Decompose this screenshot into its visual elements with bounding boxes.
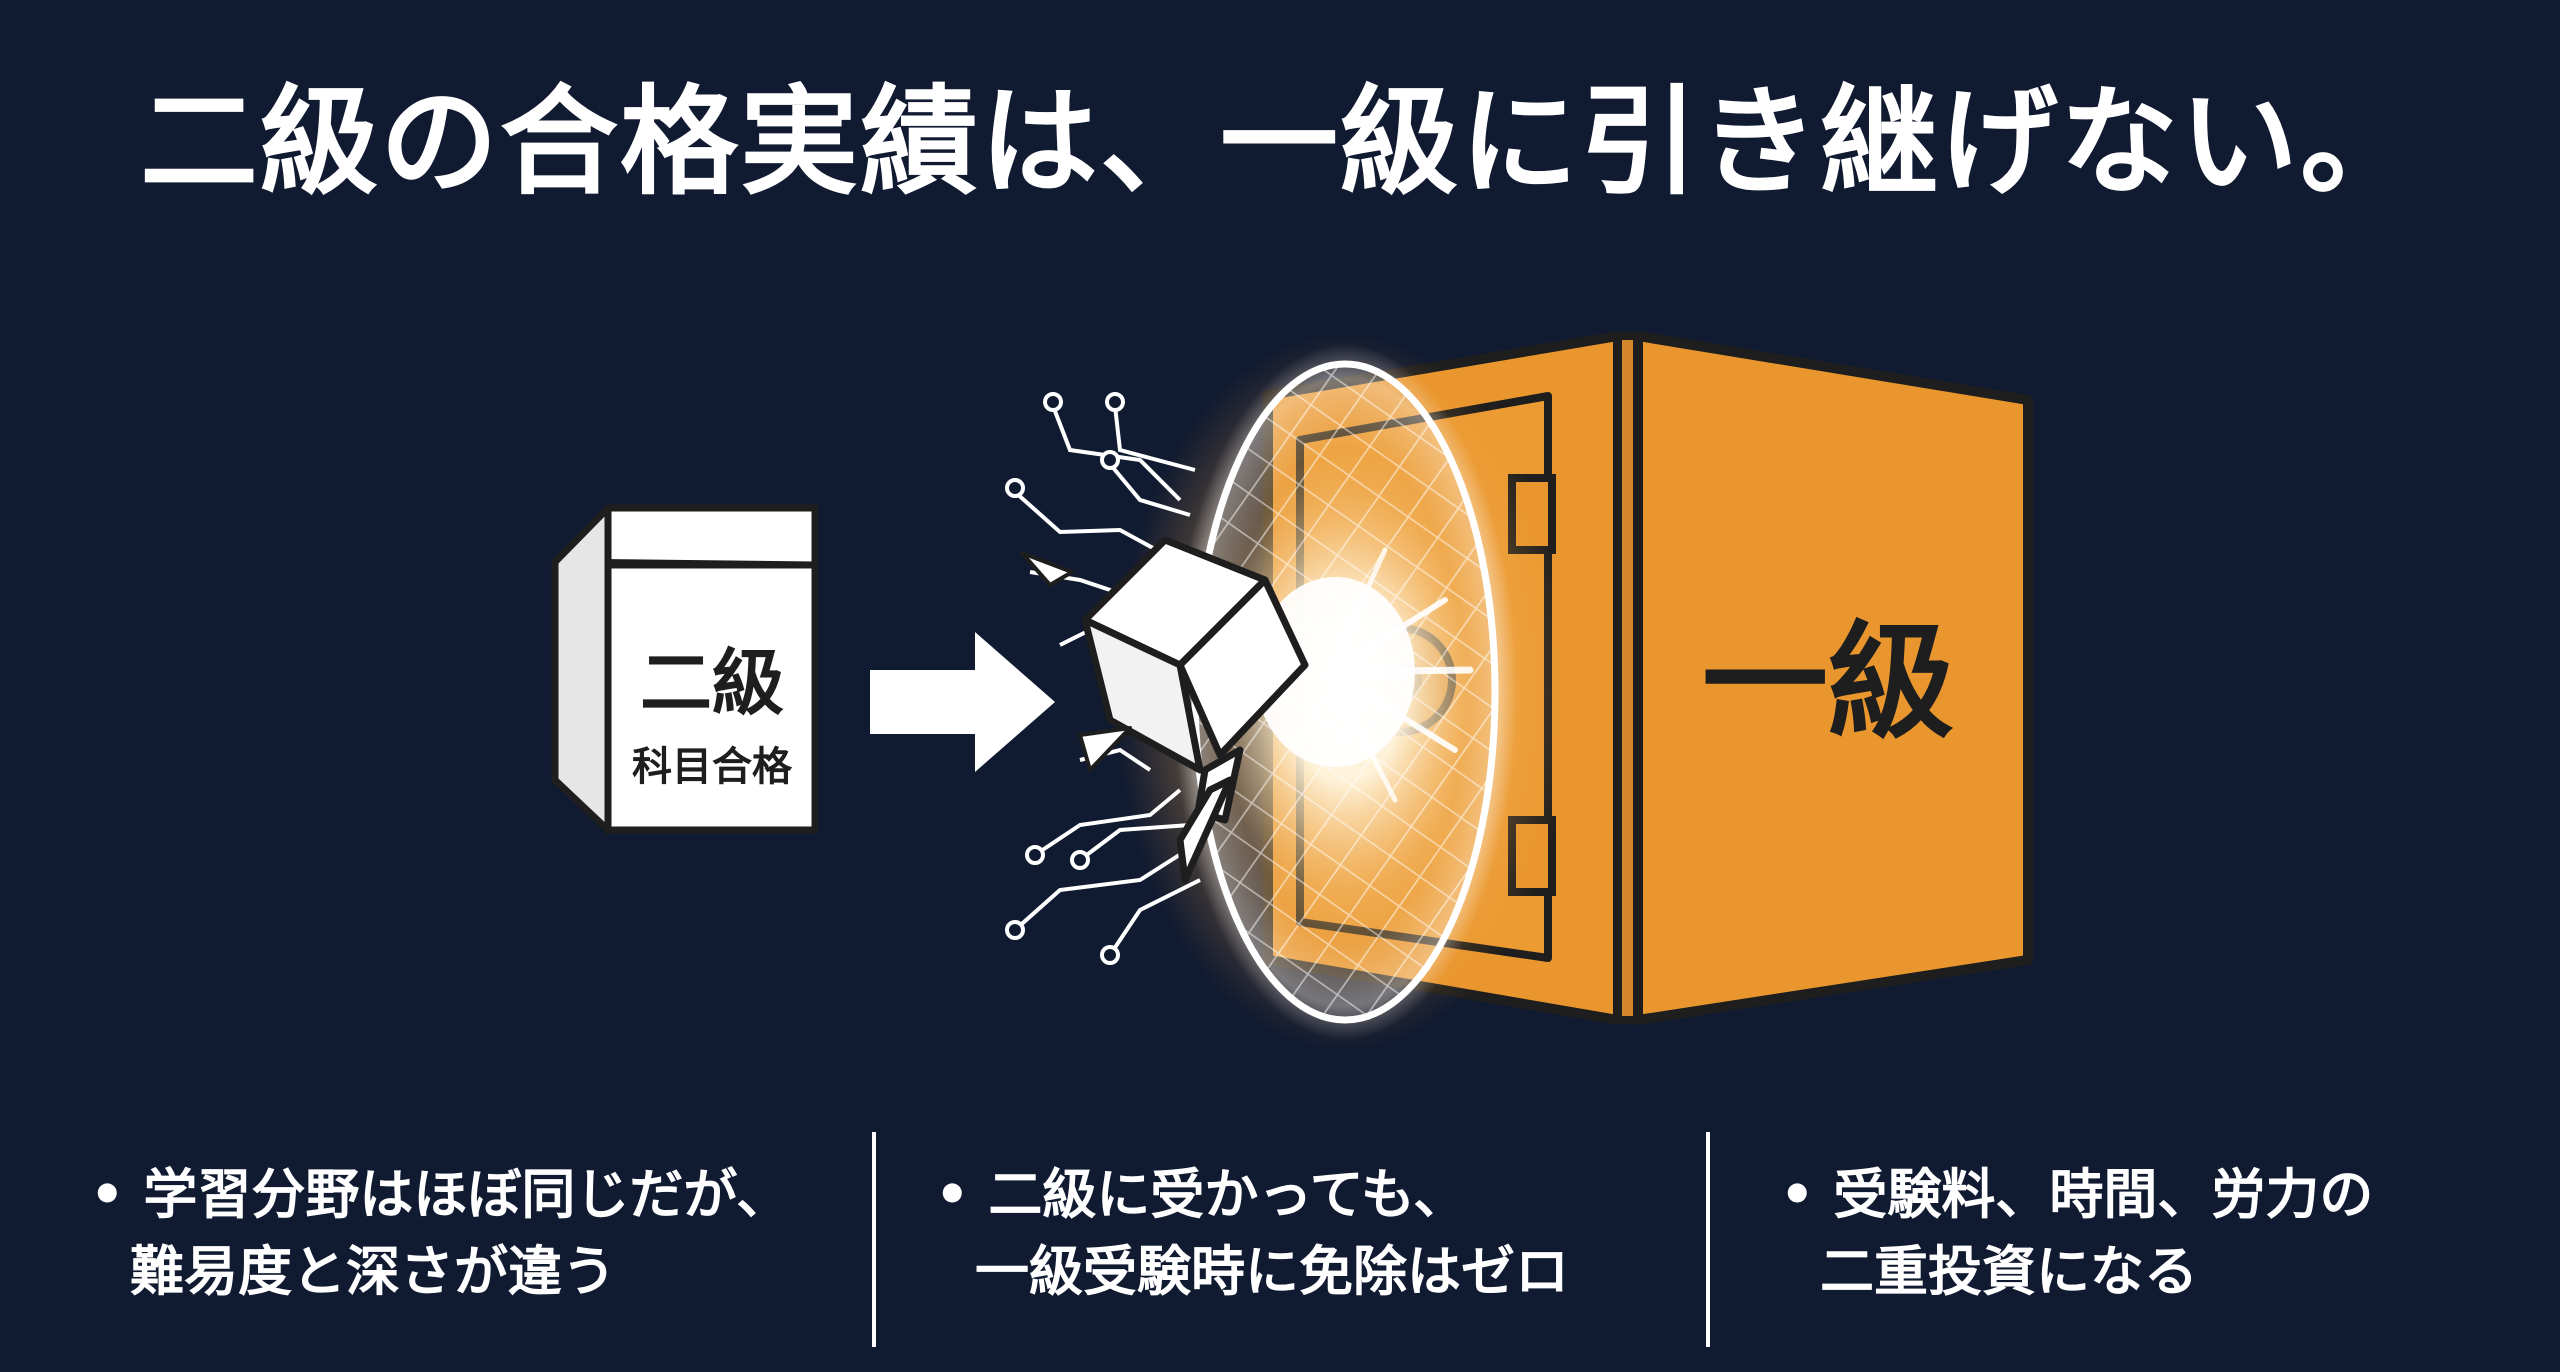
bullet-line: 難易度と深さが違う — [130, 1239, 616, 1303]
source-box-title: 二級 — [640, 641, 784, 725]
bullet-item-3: • 受験料、時間、労力の 二重投資になる — [1780, 1157, 2373, 1310]
safe-label: 一級 — [1702, 609, 1954, 756]
arrow-right-icon — [870, 632, 1055, 772]
bullet-section: • 学習分野はほぼ同じだが、 難易度と深さが違う • 二級に受かっても、 一級受… — [0, 1132, 2560, 1352]
headline: 二級の合格実績は、一級に引き継げない。 — [139, 73, 2420, 211]
safe-right-face — [1633, 331, 2033, 1025]
bullet-line: • 学習分野はほぼ同じだが、 — [90, 1163, 791, 1226]
circuit-nodes — [1005, 392, 1125, 965]
column-divider — [1706, 1132, 1710, 1347]
column-divider — [872, 1132, 876, 1347]
bullet-line: • 受験料、時間、労力の — [1780, 1163, 2374, 1226]
diagram-illustration: 一級 — [551, 331, 2033, 1052]
bullet-item-1: • 学習分野はほぼ同じだが、 難易度と深さが違う — [90, 1157, 790, 1310]
bullet-line: • 二級に受かっても、 — [935, 1163, 1468, 1226]
bullet-line: 二重投資になる — [1820, 1239, 2198, 1303]
bullet-line: 一級受験時に免除はゼロ — [975, 1239, 1569, 1303]
source-box: 二級 科目合格 — [551, 504, 819, 834]
bullet-item-2: • 二級に受かっても、 一級受験時に免除はゼロ — [935, 1157, 1569, 1310]
breaking-cube — [1020, 536, 1309, 884]
source-box-subtitle: 科目合格 — [632, 744, 793, 790]
